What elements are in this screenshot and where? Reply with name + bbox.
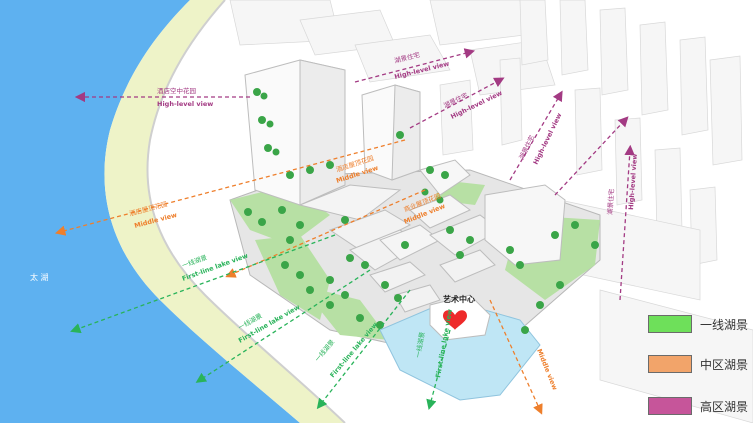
- lake-water: [0, 0, 300, 423]
- legend-item-middle: 中区湖景: [645, 352, 753, 376]
- legend-item-first-line: 一线湖景: [645, 312, 753, 336]
- label-hotel-garden-cn: 酒店空中花园: [157, 86, 196, 95]
- middle-view-arrows: [54, 139, 543, 415]
- legend-label-middle: 中区湖景: [700, 358, 749, 372]
- legend: 一线湖景 中区湖景 高区湖景: [645, 308, 753, 423]
- trees: [244, 88, 599, 334]
- label-hotel-garden-en: High-level view: [157, 100, 213, 108]
- context-buildings: [229, 0, 753, 423]
- legend-swatch-first-line: [648, 315, 692, 333]
- legend-swatch-high: [648, 397, 692, 415]
- label-lake-residence-right2-cn: 湖景住宅: [605, 188, 616, 215]
- label-lake-residence-right2-en: High-level view: [627, 153, 639, 210]
- legend-label-high: 高区湖景: [700, 400, 749, 414]
- high-level-view-arrows: [74, 48, 635, 301]
- legend-item-high: 高区湖景: [645, 394, 753, 418]
- legend-swatch-middle: [648, 355, 692, 373]
- buildings: [244, 59, 566, 341]
- lake-label: 太 湖: [30, 272, 49, 282]
- art-center-heart-icon: [443, 310, 467, 330]
- first-line-view-arrows: [70, 234, 451, 411]
- art-center-label: 艺术中心: [443, 294, 475, 304]
- legend-label-first-line: 一线湖景: [700, 318, 749, 332]
